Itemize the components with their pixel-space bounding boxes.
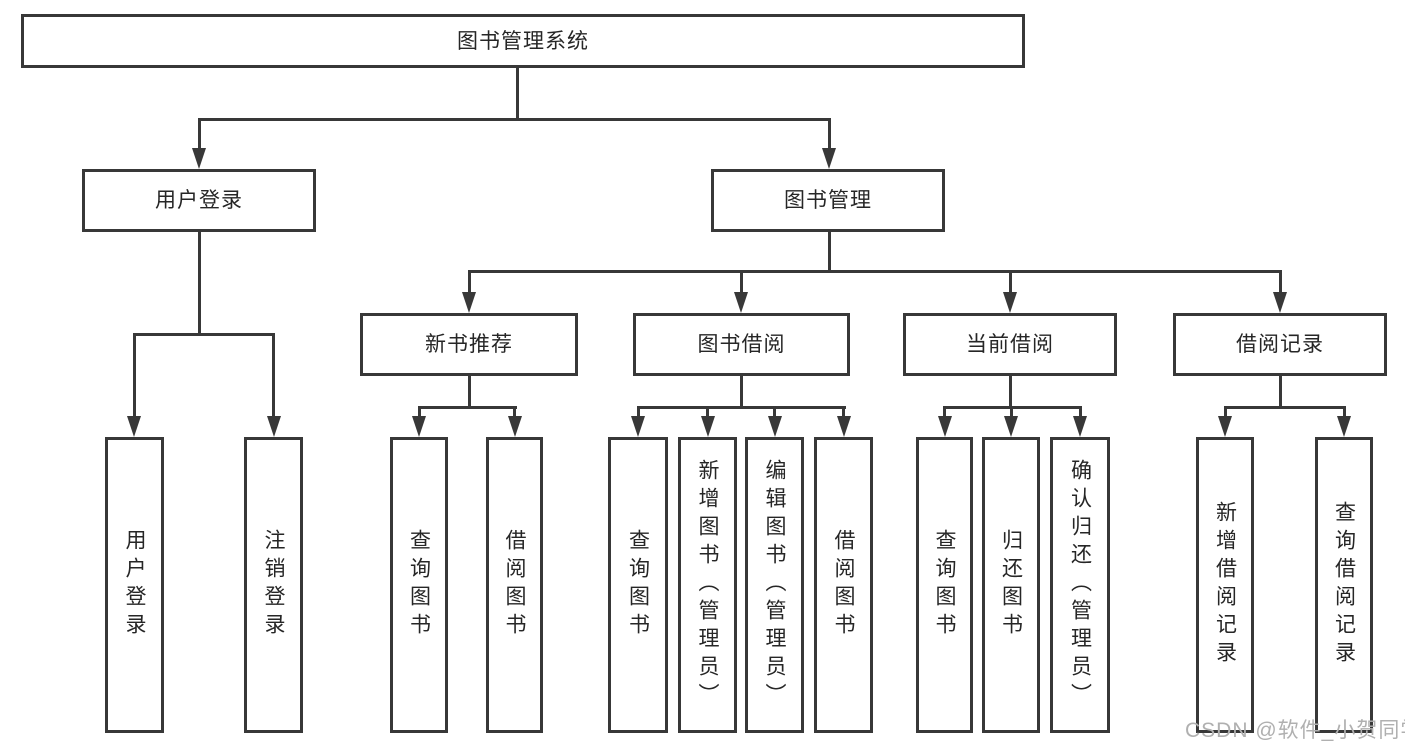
arrow-down-icon — [822, 148, 836, 169]
connector-current-borrow-stem — [1009, 376, 1012, 409]
arrow-down-icon — [462, 292, 476, 313]
leaf-query-books-3-label: 查询图书 — [933, 529, 956, 641]
leaf-logout: 注销登录 — [244, 437, 303, 733]
leaf-user-login: 用户登录 — [105, 437, 164, 733]
connector-to-leaf — [418, 406, 421, 418]
leaf-borrow-books-2-label: 借阅图书 — [832, 529, 855, 641]
node-book-borrow-label: 图书借阅 — [697, 333, 786, 356]
connector-user-login-stem — [198, 232, 201, 335]
leaf-query-books-3: 查询图书 — [916, 437, 973, 733]
connector-to-book-borrow — [740, 270, 743, 294]
arrow-down-icon — [1337, 416, 1351, 437]
connector-borrow-records-bar — [1224, 406, 1346, 409]
leaf-add-book-admin-label: 新增图书（管理员） — [696, 459, 719, 711]
leaf-query-borrow-record: 查询借阅记录 — [1315, 437, 1373, 733]
arrow-down-icon — [267, 416, 281, 437]
arrow-down-icon — [701, 416, 715, 437]
arrow-down-icon — [837, 416, 851, 437]
connector-to-leaf — [1010, 406, 1013, 418]
arrow-down-icon — [192, 148, 206, 169]
connector-to-user-login — [198, 118, 201, 151]
connector-book-borrow-bar — [637, 406, 846, 409]
connector-to-borrow-records — [1279, 270, 1282, 294]
arrow-down-icon — [508, 416, 522, 437]
connector-to-leaf — [133, 333, 136, 418]
connector-level2-bar — [198, 118, 831, 121]
leaf-user-login-label: 用户登录 — [123, 529, 146, 641]
leaf-logout-label: 注销登录 — [262, 529, 285, 641]
arrow-down-icon — [127, 416, 141, 437]
leaf-confirm-return-admin: 确认归还（管理员） — [1050, 437, 1110, 733]
leaf-query-books-label: 查询图书 — [407, 529, 431, 641]
connector-book-borrow-stem — [740, 376, 743, 409]
leaf-edit-book-admin-label: 编辑图书（管理员） — [763, 459, 786, 711]
connector-borrow-records-stem — [1279, 376, 1282, 409]
connector-user-login-bar — [133, 333, 275, 336]
arrow-down-icon — [1273, 292, 1287, 313]
connector-to-current-borrow — [1009, 270, 1012, 294]
node-book-borrow: 图书借阅 — [633, 313, 850, 376]
connector-to-new-book — [468, 270, 471, 294]
node-new-book-recommend: 新书推荐 — [360, 313, 578, 376]
leaf-borrow-books-label: 借阅图书 — [503, 529, 526, 641]
leaf-query-borrow-record-label: 查询借阅记录 — [1332, 501, 1356, 669]
connector-new-book-stem — [468, 376, 471, 409]
connector-to-leaf — [637, 406, 640, 418]
leaf-edit-book-admin: 编辑图书（管理员） — [745, 437, 804, 733]
connector-to-leaf — [773, 406, 776, 418]
connector-to-leaf — [1224, 406, 1227, 418]
node-new-book-recommend-label: 新书推荐 — [425, 333, 513, 356]
node-book-management-label: 图书管理 — [784, 189, 872, 212]
node-user-login-label: 用户登录 — [155, 189, 243, 212]
arrow-down-icon — [631, 416, 645, 437]
arrow-down-icon — [1004, 416, 1018, 437]
leaf-add-borrow-record-label: 新增借阅记录 — [1213, 501, 1237, 669]
connector-to-leaf — [706, 406, 709, 418]
connector-new-book-bar — [418, 406, 517, 409]
node-root-label: 图书管理系统 — [457, 29, 589, 53]
node-book-management: 图书管理 — [711, 169, 945, 232]
node-current-borrow-label: 当前借阅 — [966, 333, 1054, 356]
connector-root-stem — [516, 68, 519, 120]
leaf-query-books: 查询图书 — [390, 437, 448, 733]
leaf-return-book: 归还图书 — [982, 437, 1040, 733]
leaf-add-book-admin: 新增图书（管理员） — [678, 437, 737, 733]
leaf-borrow-books-2: 借阅图书 — [814, 437, 873, 733]
connector-to-leaf — [842, 406, 845, 418]
arrow-down-icon — [1073, 416, 1087, 437]
node-borrow-records: 借阅记录 — [1173, 313, 1387, 376]
arrow-down-icon — [938, 416, 952, 437]
arrow-down-icon — [412, 416, 426, 437]
node-current-borrow: 当前借阅 — [903, 313, 1117, 376]
arrow-down-icon — [1218, 416, 1232, 437]
connector-level3-bar — [468, 270, 1282, 273]
leaf-borrow-books: 借阅图书 — [486, 437, 543, 733]
leaf-return-book-label: 归还图书 — [999, 529, 1023, 641]
node-user-login: 用户登录 — [82, 169, 316, 232]
node-root: 图书管理系统 — [21, 14, 1025, 68]
csdn-watermark: CSDN @软件_小贺同学 — [1185, 719, 1405, 742]
arrow-down-icon — [734, 292, 748, 313]
connector-to-leaf — [513, 406, 516, 418]
arrow-down-icon — [1003, 292, 1017, 313]
connector-to-book-management — [828, 118, 831, 151]
leaf-query-books-2-label: 查询图书 — [626, 529, 650, 641]
connector-to-leaf — [272, 333, 275, 418]
leaf-query-books-2: 查询图书 — [608, 437, 668, 733]
arrow-down-icon — [768, 416, 782, 437]
leaf-confirm-return-admin-label: 确认归还（管理员） — [1068, 459, 1092, 711]
connector-to-leaf — [1343, 406, 1346, 418]
node-borrow-records-label: 借阅记录 — [1236, 333, 1324, 356]
leaf-add-borrow-record: 新增借阅记录 — [1196, 437, 1254, 733]
connector-to-leaf — [943, 406, 946, 418]
connector-to-leaf — [1079, 406, 1082, 418]
connector-book-management-stem — [828, 232, 831, 272]
